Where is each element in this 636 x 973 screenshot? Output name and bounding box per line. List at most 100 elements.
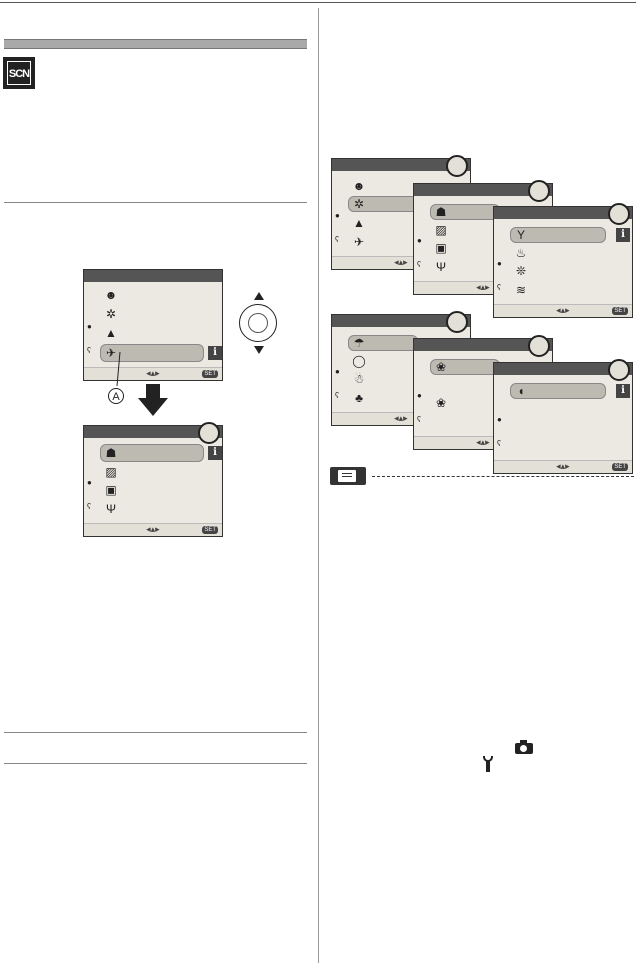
- soft-skin-scene-icon: ✲: [353, 197, 365, 211]
- camera-icon: ●: [497, 259, 502, 268]
- party-selection[interactable]: [510, 227, 606, 243]
- night-portrait-selection[interactable]: [100, 444, 204, 462]
- page-number-circle: [528, 180, 550, 202]
- sports-scene-icon: ✈: [105, 346, 117, 360]
- screen-footer: ◂▴▸ SET: [84, 523, 222, 536]
- screen-title-bar: [414, 184, 552, 196]
- wrench-icon: ʕ: [87, 502, 91, 511]
- left-rule-3: [4, 763, 307, 764]
- self-portrait-scene-icon: ▣: [105, 483, 117, 497]
- high-sensitivity-scene-icon: ♣: [355, 391, 363, 405]
- camera-screen-page-6: ● ʕ ◖ i ◂▴▸ SET: [493, 359, 633, 474]
- scenery-scene-icon: ▲: [353, 216, 365, 230]
- wrench-icon: ʕ: [335, 235, 339, 244]
- scenery-scene-icon: ▲: [105, 326, 117, 340]
- sports-scene-selection[interactable]: [100, 344, 204, 362]
- set-label: SET: [612, 307, 628, 315]
- night-portrait-scene-icon: ☗: [435, 205, 447, 219]
- page-number-circle: [608, 359, 630, 381]
- cursor-arrows: ◂▴▸: [476, 282, 490, 292]
- portrait-scene-icon: ☻: [352, 179, 366, 193]
- info-button[interactable]: i: [208, 446, 222, 460]
- cursor-arrows: ◂▴▸: [146, 524, 160, 534]
- beach-scene-icon: ☂: [353, 336, 365, 350]
- set-label: SET: [202, 526, 218, 534]
- callout-a-label: A: [112, 391, 120, 403]
- party-scene-icon: Y: [516, 228, 525, 242]
- page-number-circle: [446, 311, 468, 333]
- candle-light-scene-icon: ♨: [515, 246, 527, 260]
- cursor-arrows: ◂▴▸: [394, 413, 408, 423]
- wrench-icon: ʕ: [497, 283, 501, 292]
- camera-icon: ●: [497, 415, 502, 424]
- soft-skin-scene-icon: ✲: [105, 307, 117, 321]
- callout-a: A: [108, 388, 124, 404]
- cursor-arrows: ◂▴▸: [556, 461, 570, 471]
- top-rule: [0, 2, 636, 3]
- camera-icon: ●: [87, 478, 92, 487]
- screen-title-bar: [414, 339, 552, 351]
- screen-footer: ◂▴▸ SET: [494, 460, 632, 473]
- info-button[interactable]: i: [616, 384, 630, 398]
- cursor-arrows: ◂▴▸: [394, 257, 408, 267]
- underwater-scene-icon: ◖: [517, 384, 525, 398]
- food-scene-icon: Ψ: [435, 260, 447, 274]
- aerial-scene-icon: ◯: [352, 354, 366, 368]
- camera-icon: ●: [87, 322, 92, 331]
- info-button[interactable]: i: [208, 346, 222, 360]
- cursor-key-icon: [237, 292, 281, 356]
- cursor-arrows: ◂▴▸: [476, 437, 490, 447]
- sports-scene-icon: ✈: [353, 235, 365, 249]
- wrench-icon: ʕ: [497, 439, 501, 448]
- fireworks-scene-icon: ❊: [515, 264, 527, 278]
- camera-screen-scene-page-1: ● ʕ ☻ ✲ ▲ ✈ i ◂▴▸ SET: [83, 269, 223, 381]
- page-number-circle: [446, 155, 468, 177]
- screen-title-bar: [84, 426, 222, 438]
- info-button[interactable]: i: [616, 228, 630, 242]
- night-scenery-scene-icon: ▨: [435, 223, 447, 237]
- food-scene-icon: Ψ: [105, 502, 117, 516]
- down-arrow-icon: [138, 384, 168, 418]
- night-scenery-scene-icon: ▨: [105, 465, 117, 479]
- wrench-icon: ʕ: [87, 346, 91, 355]
- set-label: SET: [612, 463, 628, 471]
- page-number-circle: [198, 422, 220, 444]
- screen-title-bar: [84, 270, 222, 282]
- camera-icon: [515, 740, 533, 754]
- portrait-scene-icon: ☻: [104, 288, 118, 302]
- note-icon: [330, 467, 366, 485]
- baby1-scene-icon: ❀: [435, 360, 447, 374]
- wrench-icon: [483, 756, 493, 772]
- wrench-icon: ʕ: [417, 260, 421, 269]
- camera-screen-page-1: ● ʕ ☻ ✲ ▲ ✈ ◂▴▸: [331, 155, 471, 270]
- camera-icon: ●: [335, 367, 340, 376]
- baby2-scene-icon: ❀: [435, 396, 447, 410]
- screen-title-bar: [332, 159, 470, 171]
- column-divider: [318, 8, 319, 963]
- left-rule-1: [4, 202, 307, 203]
- camera-screen-page-3: ● ʕ Y ♨ ❊ ≋ i ◂▴▸ SET: [493, 203, 633, 318]
- page-number-circle: [528, 335, 550, 357]
- screen-title-bar: [494, 363, 632, 375]
- screen-title-bar: [494, 207, 632, 219]
- camera-icon: ●: [335, 211, 340, 220]
- wrench-icon: ʕ: [417, 415, 421, 424]
- starry-sky-scene-icon: ≋: [515, 283, 527, 297]
- page-number-circle: [608, 203, 630, 225]
- scn-mode-badge: SCN: [3, 57, 35, 89]
- cursor-arrows: ◂▴▸: [556, 305, 570, 315]
- scn-label: SCN: [7, 61, 31, 85]
- underwater-selection[interactable]: [510, 383, 606, 399]
- callout-a-leader: [116, 351, 121, 387]
- self-portrait-scene-icon: ▣: [435, 241, 447, 255]
- snow-scene-icon: ☃: [353, 372, 365, 386]
- camera-icon: ●: [417, 391, 422, 400]
- set-label: SET: [202, 370, 218, 378]
- screen-title-bar: [332, 315, 470, 327]
- cursor-arrows: ◂▴▸: [146, 368, 160, 378]
- section-header-bar: [4, 39, 307, 49]
- wrench-icon: ʕ: [335, 391, 339, 400]
- camera-icon: ●: [417, 236, 422, 245]
- screen-footer: ◂▴▸ SET: [494, 304, 632, 317]
- left-rule-2: [4, 732, 307, 733]
